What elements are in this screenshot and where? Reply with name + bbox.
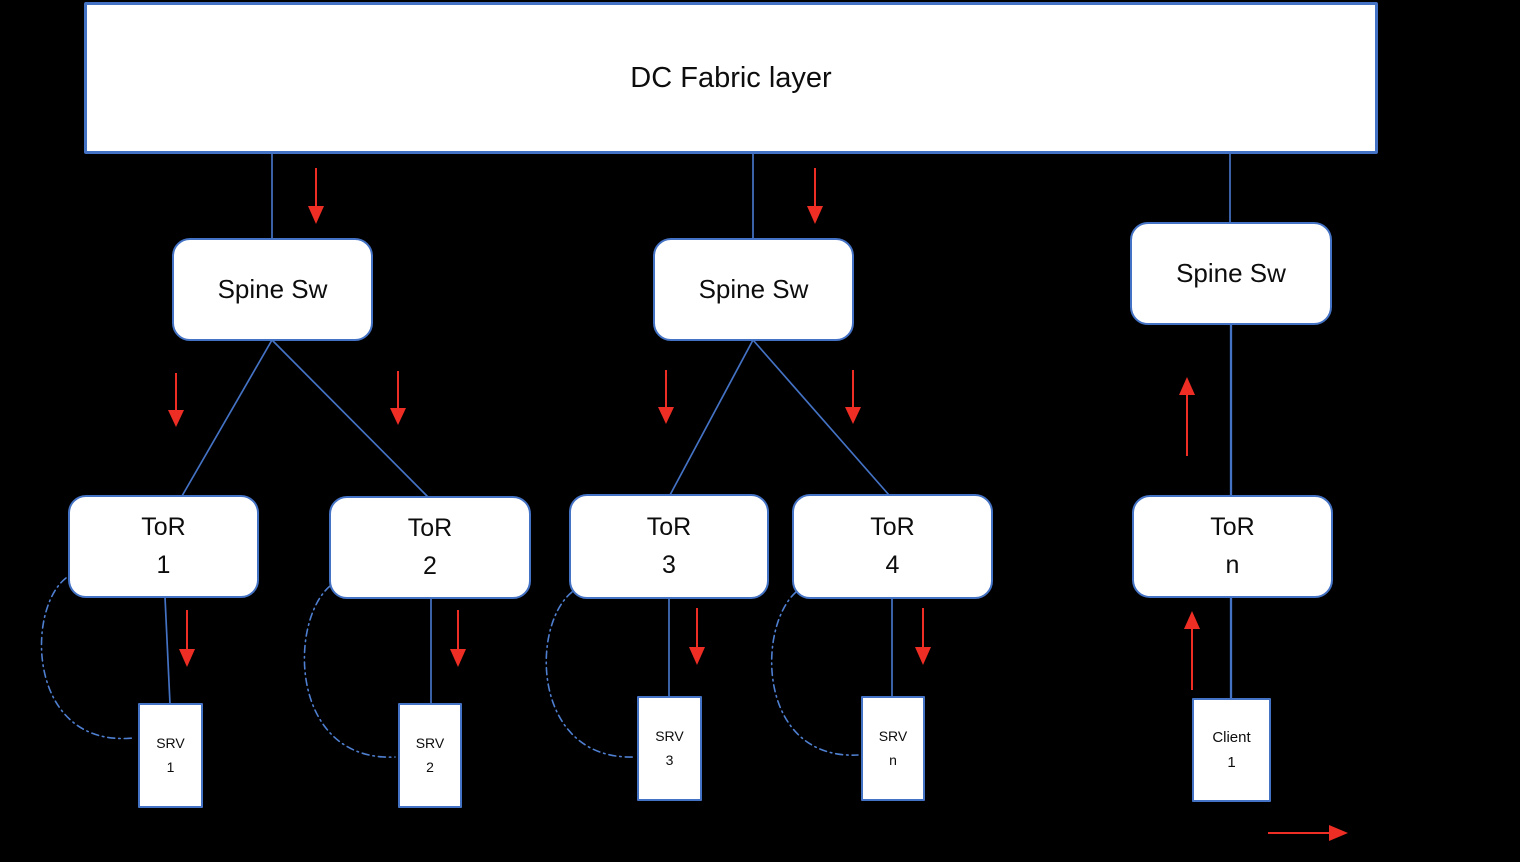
tor-n-name: ToR — [1210, 513, 1255, 541]
tor-1-id: 1 — [156, 550, 171, 579]
traffic-arrow-down-fabric-spine1 — [308, 168, 324, 224]
spine-sw-1-box: Spine Sw — [172, 238, 373, 341]
srv-2-id: 2 — [426, 758, 434, 775]
tor-1-box: ToR 1 — [68, 495, 259, 598]
traffic-arrow-down-spine2-tor3 — [658, 370, 674, 424]
dc-fabric-layer-label: DC Fabric layer — [630, 61, 832, 94]
link-spine1-tor1 — [181, 339, 273, 497]
traffic-arrow-up-client1-torn — [1184, 611, 1200, 690]
srv-3-name: SRV — [655, 727, 684, 744]
tor-2-name: ToR — [407, 514, 453, 542]
tor-2-id: 2 — [423, 551, 437, 580]
spine-sw-1-label: Spine Sw — [217, 274, 328, 304]
spine-sw-3-label: Spine Sw — [1176, 258, 1286, 288]
srv-1-name: SRV — [156, 734, 185, 751]
link-spine2-tor4 — [752, 339, 890, 496]
link-tor1-srv1 — [164, 596, 171, 705]
link-spine2-tor3 — [669, 339, 754, 496]
loop-arc-tor3-srv3 — [545, 591, 635, 758]
link-spine1-tor2 — [271, 339, 429, 498]
spine-sw-3-box: Spine Sw — [1130, 222, 1332, 325]
spine-sw-2-label: Spine Sw — [698, 274, 809, 304]
traffic-arrow-up-torn-spine3 — [1179, 377, 1195, 456]
tor-3-box: ToR 3 — [569, 494, 769, 599]
traffic-arrow-down-tor4-srvn — [915, 608, 931, 665]
loop-arc-tor2-srv2 — [303, 585, 396, 758]
srv-2-name: SRV — [415, 734, 445, 751]
tor-3-id: 3 — [662, 550, 676, 579]
traffic-arrow-down-tor2-srv2 — [450, 610, 466, 667]
tor-4-box: ToR 4 — [792, 494, 993, 599]
traffic-arrow-down-tor1-srv1 — [179, 610, 195, 667]
loop-arc-tor4-srvn — [771, 591, 859, 756]
srv-1-id: 1 — [166, 758, 175, 775]
tor-3-name: ToR — [646, 513, 692, 541]
srv-3-box: SRV 3 — [637, 696, 702, 801]
tor-4-id: 4 — [885, 550, 900, 579]
traffic-arrow-down-tor3-srv3 — [689, 608, 705, 665]
loop-arc-tor1-srv1 — [40, 577, 134, 740]
srv-n-box: SRV n — [861, 696, 925, 801]
srv-2-box: SRV 2 — [398, 703, 462, 808]
srv-n-id: n — [889, 751, 897, 768]
tor-2-box: ToR 2 — [329, 496, 531, 599]
client-1-box: Client 1 — [1192, 698, 1271, 802]
client-1-id: 1 — [1227, 754, 1236, 771]
traffic-arrow-down-spine2-tor4 — [845, 370, 861, 424]
tor-1-name: ToR — [141, 513, 186, 541]
spine-sw-2-box: Spine Sw — [653, 238, 854, 341]
traffic-arrow-down-spine1-tor2 — [390, 371, 406, 425]
srv-3-id: 3 — [665, 751, 674, 768]
srv-n-name: SRV — [878, 727, 908, 744]
dc-fabric-layer-box: DC Fabric layer — [84, 2, 1378, 154]
client-1-name: Client — [1212, 728, 1251, 746]
srv-1-box: SRV 1 — [138, 703, 203, 808]
tor-n-id: n — [1225, 550, 1240, 579]
tor-n-box: ToR n — [1132, 495, 1333, 598]
traffic-arrow-down-spine1-tor1 — [168, 373, 184, 427]
traffic-arrow-right-bottom — [1268, 825, 1348, 841]
tor-4-name: ToR — [870, 513, 915, 541]
traffic-arrow-down-fabric-spine2 — [807, 168, 823, 224]
